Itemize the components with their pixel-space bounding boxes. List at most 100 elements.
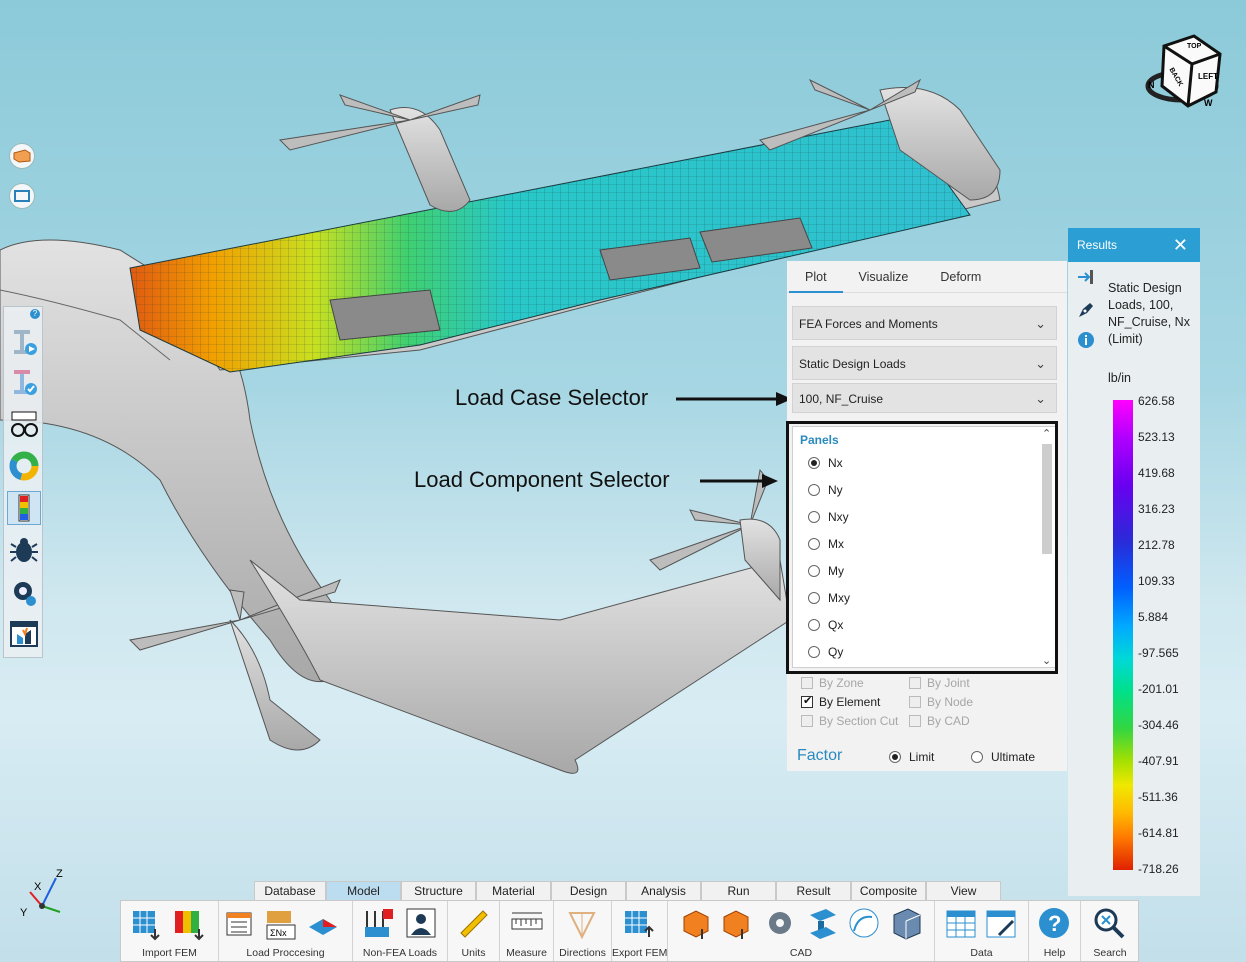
ruler-icon[interactable] <box>457 907 491 941</box>
tab-structure[interactable]: Structure <box>401 881 476 900</box>
user-loads-icon[interactable] <box>405 907 439 941</box>
ribbon-group-import-fem[interactable]: Import FEM <box>121 901 219 961</box>
radio-button[interactable] <box>808 484 820 496</box>
radio-button[interactable] <box>808 592 820 604</box>
explode-view-button[interactable] <box>7 617 41 651</box>
list-scrollbar[interactable]: ⌃ ⌄ <box>1041 428 1053 667</box>
tab-analysis[interactable]: Analysis <box>626 881 701 900</box>
filter-by-section-cut[interactable]: By Section Cut <box>801 712 898 730</box>
settings-view-button[interactable] <box>7 575 41 609</box>
radio-button[interactable] <box>808 457 820 469</box>
checkbox[interactable] <box>909 677 921 689</box>
frame-view-button[interactable] <box>9 183 35 209</box>
scrollbar-thumb[interactable] <box>1042 444 1052 554</box>
radio-qx[interactable]: Qx <box>808 615 843 635</box>
radio-button[interactable] <box>808 538 820 550</box>
filter-by-element[interactable]: By Element <box>801 693 880 711</box>
tab-database[interactable]: Database <box>254 881 326 900</box>
ribbon-group-load-processing[interactable]: ΣNx Load Proccesing <box>219 901 353 961</box>
tab-model[interactable]: Model <box>326 881 401 900</box>
tab-design[interactable]: Design <box>551 881 626 900</box>
radio-my[interactable]: My <box>808 561 844 581</box>
data-table-icon[interactable] <box>945 907 979 941</box>
cad-export-icon[interactable] <box>720 907 754 941</box>
radio-qy[interactable]: Qy <box>808 642 843 662</box>
non-fea-loads-icon[interactable] <box>363 907 397 941</box>
ribbon-group-search[interactable]: Search <box>1081 901 1139 961</box>
ribbon-group-units[interactable]: Units <box>448 901 500 961</box>
filter-by-zone[interactable]: By Zone <box>801 674 864 692</box>
radio-nx[interactable]: Nx <box>808 453 843 473</box>
import-fem-icon[interactable] <box>131 907 165 941</box>
measure-icon[interactable] <box>510 907 544 941</box>
beam-icon[interactable] <box>806 907 840 941</box>
checkbox[interactable] <box>909 715 921 727</box>
close-icon[interactable]: ✕ <box>1172 235 1188 255</box>
import-fem-color-icon[interactable] <box>173 907 207 941</box>
radio-button[interactable] <box>889 751 901 763</box>
checkbox[interactable] <box>801 694 813 708</box>
curve-icon[interactable] <box>848 907 882 941</box>
radio-button[interactable] <box>808 511 820 523</box>
load-case-dropdown[interactable]: 100, NF_Cruise ⌄ <box>792 383 1057 413</box>
cad-import-icon[interactable] <box>680 907 714 941</box>
tab-material[interactable]: Material <box>476 881 551 900</box>
ribbon-group-directions[interactable]: Directions <box>554 901 612 961</box>
filter-by-joint[interactable]: By Joint <box>909 674 970 692</box>
radio-mxy[interactable]: Mxy <box>808 588 850 608</box>
load-table-icon[interactable] <box>225 907 259 941</box>
tab-plot[interactable]: Plot <box>789 261 843 293</box>
ribbon-group-non-fea-loads[interactable]: Non-FEA Loads <box>353 901 448 961</box>
export-fem-icon[interactable] <box>623 907 657 941</box>
pin-panel-icon[interactable] <box>1076 268 1096 286</box>
data-edit-icon[interactable] <box>985 907 1019 941</box>
factor-ultimate-radio[interactable]: Ultimate <box>971 747 1035 767</box>
radio-button[interactable] <box>808 565 820 577</box>
tab-run[interactable]: Run <box>701 881 776 900</box>
checkbox[interactable] <box>801 677 813 689</box>
directions-icon[interactable] <box>566 907 600 941</box>
donut-chart-button[interactable] <box>7 449 41 483</box>
load-component-list[interactable]: Panels Nx Ny Nxy Mx My Mxy Qx Qy ⌃ ⌄ <box>792 426 1057 668</box>
ribbon-group-cad[interactable]: CAD <box>668 901 935 961</box>
radio-button[interactable] <box>808 619 820 631</box>
pen-icon[interactable] <box>1076 300 1096 320</box>
ribbon-group-data[interactable]: Data <box>935 901 1029 961</box>
tab-deform[interactable]: Deform <box>940 269 982 284</box>
tab-result[interactable]: Result <box>776 881 851 900</box>
radio-ny[interactable]: Ny <box>808 480 843 500</box>
view-cube[interactable]: LEFT BACK TOP N W <box>1142 34 1226 112</box>
glasses-button[interactable] <box>7 407 41 441</box>
material-view-button[interactable] <box>9 143 35 169</box>
model-check-button[interactable] <box>7 365 41 399</box>
factor-limit-radio[interactable]: Limit <box>889 747 934 767</box>
result-type-dropdown[interactable]: FEA Forces and Moments ⌄ <box>792 306 1057 340</box>
gear-icon[interactable] <box>764 907 798 941</box>
solid-icon[interactable] <box>890 907 924 941</box>
info-icon[interactable] <box>1077 331 1095 349</box>
ribbon-group-measure[interactable]: Measure <box>500 901 554 961</box>
radio-nxy[interactable]: Nxy <box>808 507 849 527</box>
contour-plot-button[interactable] <box>7 491 41 525</box>
load-set-dropdown[interactable]: Static Design Loads ⌄ <box>792 346 1057 380</box>
chevron-up-icon[interactable]: ⌃ <box>1042 428 1052 440</box>
checkbox[interactable] <box>909 696 921 708</box>
bug-button[interactable] <box>7 533 41 567</box>
checkbox[interactable] <box>801 715 813 727</box>
ribbon-group-help[interactable]: ? Help <box>1029 901 1081 961</box>
radio-button[interactable] <box>971 751 983 763</box>
search-icon[interactable] <box>1093 907 1127 941</box>
model-run-button[interactable] <box>7 325 41 359</box>
tab-visualize[interactable]: Visualize <box>858 269 909 284</box>
help-icon[interactable]: ? <box>30 309 40 319</box>
help-icon[interactable]: ? <box>1038 907 1072 941</box>
radio-button[interactable] <box>808 646 820 658</box>
filter-by-cad[interactable]: By CAD <box>909 712 970 730</box>
ribbon-group-export-fem[interactable]: Export FEM <box>612 901 668 961</box>
load-sum-icon[interactable]: ΣNx <box>265 907 299 941</box>
radio-mx[interactable]: Mx <box>808 534 844 554</box>
tab-composite[interactable]: Composite <box>851 881 926 900</box>
filter-by-node[interactable]: By Node <box>909 693 973 711</box>
